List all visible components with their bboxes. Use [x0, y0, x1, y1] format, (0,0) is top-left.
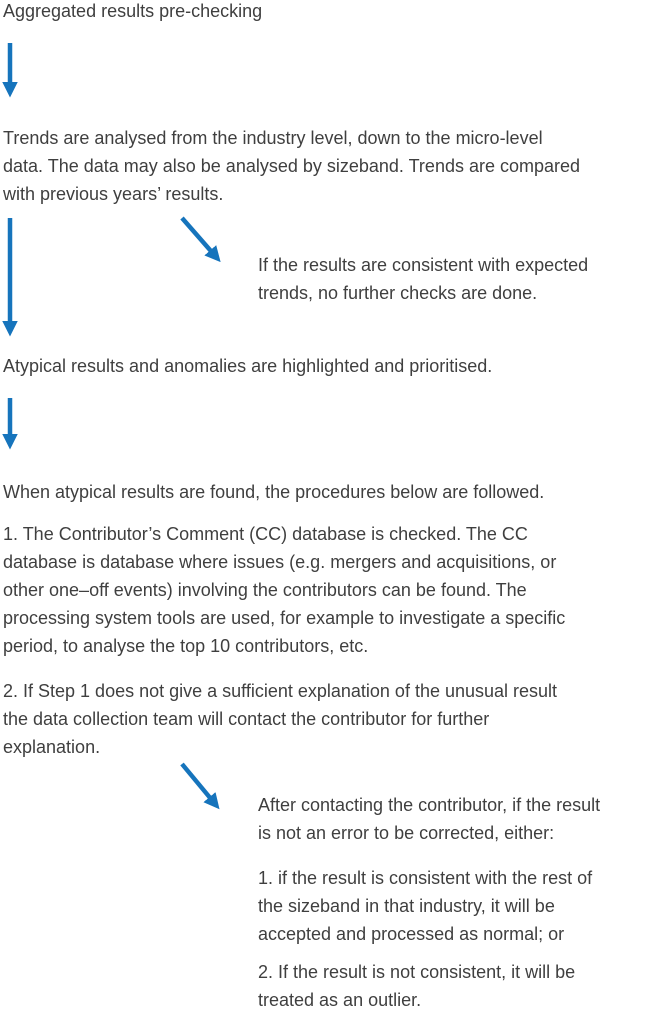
diagonal-arrow-icon: [180, 762, 220, 810]
flowchart-title: Aggregated results pre-checking: [3, 1, 263, 21]
down-arrow-icon: [2, 398, 18, 450]
branch-after-contact-text: After contacting the contributor, if the…: [258, 795, 601, 843]
diagonal-arrow-icon: [180, 216, 221, 263]
branch-outcome-2-text: 2. If the result is not consistent, it w…: [258, 962, 576, 1010]
down-arrow-icon: [2, 218, 18, 337]
step-procedures-text: When atypical results are found, the pro…: [3, 482, 545, 502]
branch-consistent-text: If the results are consistent with expec…: [258, 255, 589, 303]
down-arrow-icon: [2, 43, 18, 98]
step-1-text: 1. The Contributor’s Comment (CC) databa…: [3, 524, 566, 656]
branch-outcome-1-text: 1. if the result is consistent with the …: [258, 868, 593, 944]
step-trends-text: Trends are analysed from the industry le…: [3, 128, 581, 204]
step-atypical-text: Atypical results and anomalies are highl…: [3, 356, 493, 376]
step-2-text: 2. If Step 1 does not give a sufficient …: [3, 681, 558, 757]
